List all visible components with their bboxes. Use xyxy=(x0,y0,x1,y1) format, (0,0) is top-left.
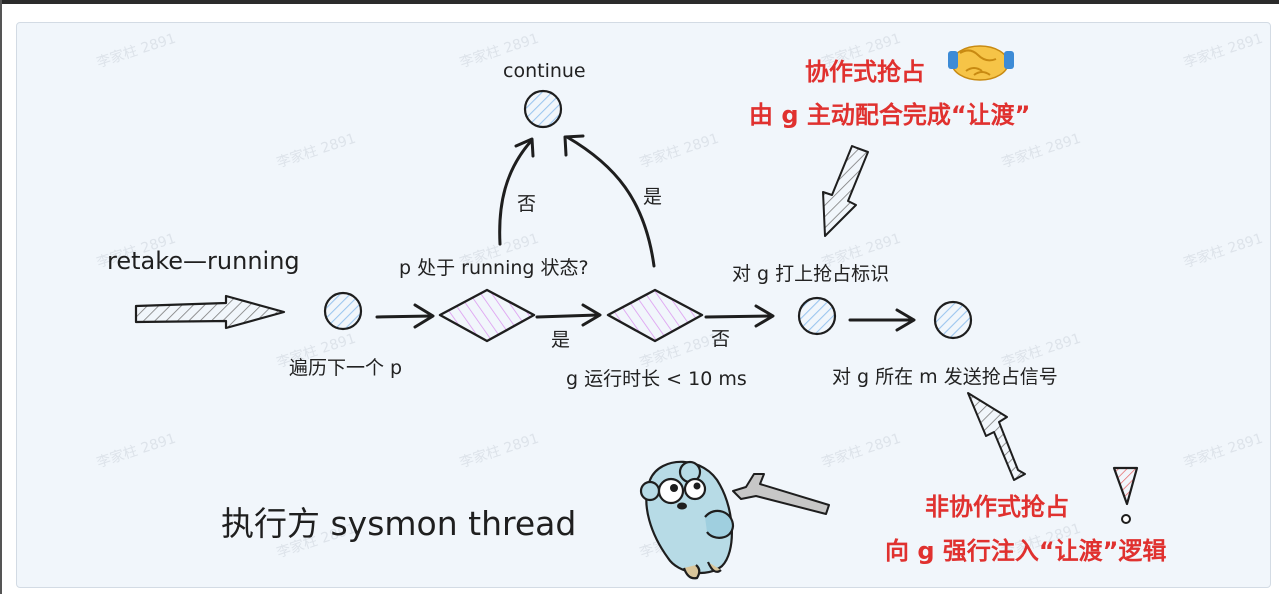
node-send-signal xyxy=(933,300,973,340)
arrow-no-to-continue xyxy=(498,138,534,246)
label-executor: 执行方 sysmon thread xyxy=(221,504,577,543)
node-mark-g xyxy=(797,296,837,336)
cooperative-title: 协作式抢占 xyxy=(805,58,925,86)
gopher-mascot xyxy=(639,460,735,580)
noncooperative-desc: 向 g 强行注入“让渡”逻辑 xyxy=(885,537,1167,565)
noncooperative-arrow xyxy=(967,392,1026,481)
handshake-icon xyxy=(948,45,1014,81)
exclamation-icon xyxy=(1112,466,1139,524)
cooperative-desc: 由 g 主动配合完成“让渡” xyxy=(749,101,1031,129)
arrow-yes-to-runtime xyxy=(535,313,600,319)
wrench-icon xyxy=(732,473,830,515)
left-edge xyxy=(0,0,2,594)
label-g-runtime: g 运行时长 < 10 ms xyxy=(566,368,747,390)
label-send-signal: 对 g 所在 m 发送抢占信号 xyxy=(832,366,1058,388)
decision-p-running xyxy=(438,288,536,343)
label-mark-g: 对 g 打上抢占标识 xyxy=(732,263,890,285)
node-iterate-p xyxy=(323,291,363,331)
arrow-no-to-mark xyxy=(704,314,774,319)
input-arrow xyxy=(134,294,286,330)
label-iterate-p: 遍历下一个 p xyxy=(289,357,403,379)
label-yes-mid: 是 xyxy=(551,329,571,351)
label-no-mid: 否 xyxy=(711,328,731,350)
label-decision-p-running: p 处于 running 状态? xyxy=(399,257,589,279)
arrow-iterate-to-check xyxy=(375,314,434,319)
label-continue: continue xyxy=(503,60,586,82)
decision-g-runtime xyxy=(606,288,704,343)
label-retake-running: retake—running xyxy=(107,247,300,275)
node-continue xyxy=(523,89,563,129)
noncooperative-title: 非协作式抢占 xyxy=(925,493,1069,521)
cooperative-arrow xyxy=(822,145,869,237)
label-no-top: 否 xyxy=(517,193,537,215)
top-edge xyxy=(0,0,1279,4)
label-yes-top: 是 xyxy=(643,186,663,208)
arrow-yes-to-continue xyxy=(565,135,656,268)
